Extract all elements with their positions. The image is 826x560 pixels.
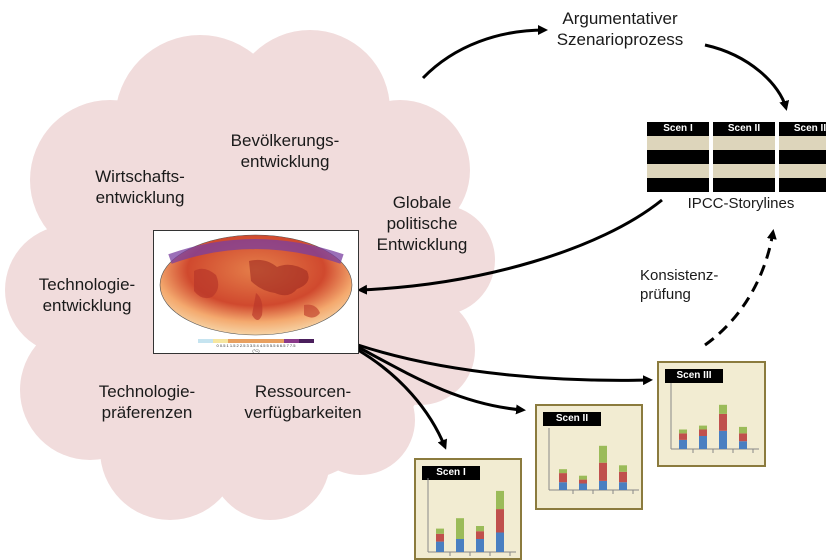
- scenario-card-3: Scen III: [657, 361, 766, 467]
- arrow-map-to-scen3: [357, 343, 653, 386]
- resources-label: Ressourcen- verfügbarkeiten: [244, 382, 362, 422]
- scenario-card-label: Scen II: [543, 412, 601, 426]
- bar-segment: [436, 528, 444, 534]
- bar-segment: [456, 539, 464, 552]
- bar-segment: [719, 413, 727, 431]
- bar-segment: [619, 471, 627, 483]
- storyline-band: [713, 178, 775, 192]
- storyline-band: [713, 150, 775, 164]
- bar-segment: [559, 482, 567, 490]
- world-map-graphic: [159, 234, 353, 343]
- bar-segment: [679, 439, 687, 449]
- temperature-scale-unit: (°C): [252, 348, 260, 353]
- storyline-band: [713, 136, 775, 150]
- storyline-band: [647, 136, 709, 150]
- storyline-band: [647, 164, 709, 178]
- storyline-strip: Scen II: [779, 122, 826, 192]
- storyline-header: Scen I: [647, 122, 709, 136]
- bar-segment: [699, 436, 707, 449]
- bar-segment: [579, 483, 587, 490]
- storyline-header: Scen II: [779, 122, 826, 136]
- global-politics-label: Globale politische Entwicklung: [376, 193, 468, 254]
- bar-segment: [739, 433, 747, 442]
- bar-segment: [599, 480, 607, 490]
- population-label: Bevölkerungs- entwicklung: [230, 131, 340, 171]
- bar-segment: [496, 532, 504, 552]
- bar-segment: [699, 425, 707, 430]
- scenario-chart-1: [427, 478, 516, 556]
- bar-segment: [559, 473, 567, 483]
- bar-segment: [739, 441, 747, 449]
- arrow-cloud-to-process: [421, 25, 548, 80]
- storyline-band: [779, 136, 826, 150]
- scenario-card-label: Scen III: [665, 369, 723, 383]
- storyline-band: [713, 164, 775, 178]
- storyline-strip: Scen I: [647, 122, 709, 192]
- bar-segment: [599, 445, 607, 463]
- bar-segment: [679, 433, 687, 440]
- bar-segment: [719, 404, 727, 414]
- scenario-chart-2: [548, 428, 639, 494]
- bar-segment: [619, 482, 627, 490]
- bar-segment: [739, 426, 747, 434]
- technology-development-label: Technologie- entwicklung: [38, 275, 136, 315]
- storyline-band: [647, 178, 709, 192]
- bar-segment: [476, 539, 484, 552]
- ipcc-storylines-label: IPCC-Storylines: [687, 195, 795, 212]
- temperature-map: 0 0.5 1 1.5 2 2.5 3 3.5 4 4.5 5 5.5 6 6.…: [153, 230, 359, 354]
- bar-segment: [436, 541, 444, 552]
- arrow-process-to-storylines: [704, 43, 790, 111]
- scenario-card-1: Scen I: [414, 458, 522, 560]
- arrow-storylines-to-map: [357, 198, 663, 295]
- scenario-card-label: Scen I: [422, 466, 480, 480]
- arrow-map-to-scen2: [357, 345, 526, 415]
- bar-segment: [679, 429, 687, 434]
- bar-segment: [456, 518, 464, 539]
- bar-segment: [476, 531, 484, 539]
- consistency-check-label: Konsistenz- prüfung: [640, 267, 719, 303]
- arrow-map-to-scen1: [357, 348, 448, 450]
- scenario-chart-3: [670, 383, 759, 453]
- storyline-band: [647, 150, 709, 164]
- temperature-scale-ticks: 0 0.5 1 1.5 2 2.5 3 3.5 4 4.5 5 5.5 6 6.…: [216, 343, 296, 348]
- bar-segment: [436, 533, 444, 542]
- bar-segment: [476, 526, 484, 532]
- scenario-process-label: Argumentativer Szenarioprozess: [556, 9, 684, 49]
- bar-segment: [496, 490, 504, 510]
- economy-label: Wirtschafts- entwicklung: [95, 167, 185, 207]
- storyline-strip: Scen II: [713, 122, 775, 192]
- bar-segment: [619, 465, 627, 472]
- scenario-card-2: Scen II: [535, 404, 643, 510]
- bar-segment: [559, 469, 567, 474]
- bar-segment: [719, 430, 727, 449]
- storyline-band: [779, 178, 826, 192]
- bar-segment: [599, 462, 607, 481]
- bar-segment: [579, 479, 587, 484]
- bar-segment: [699, 429, 707, 436]
- bar-segment: [496, 509, 504, 533]
- bar-segment: [579, 475, 587, 480]
- technology-preferences-label: Technologie- präferenzen: [98, 382, 196, 422]
- storyline-band: [779, 164, 826, 178]
- storyline-band: [779, 150, 826, 164]
- storyline-header: Scen II: [713, 122, 775, 136]
